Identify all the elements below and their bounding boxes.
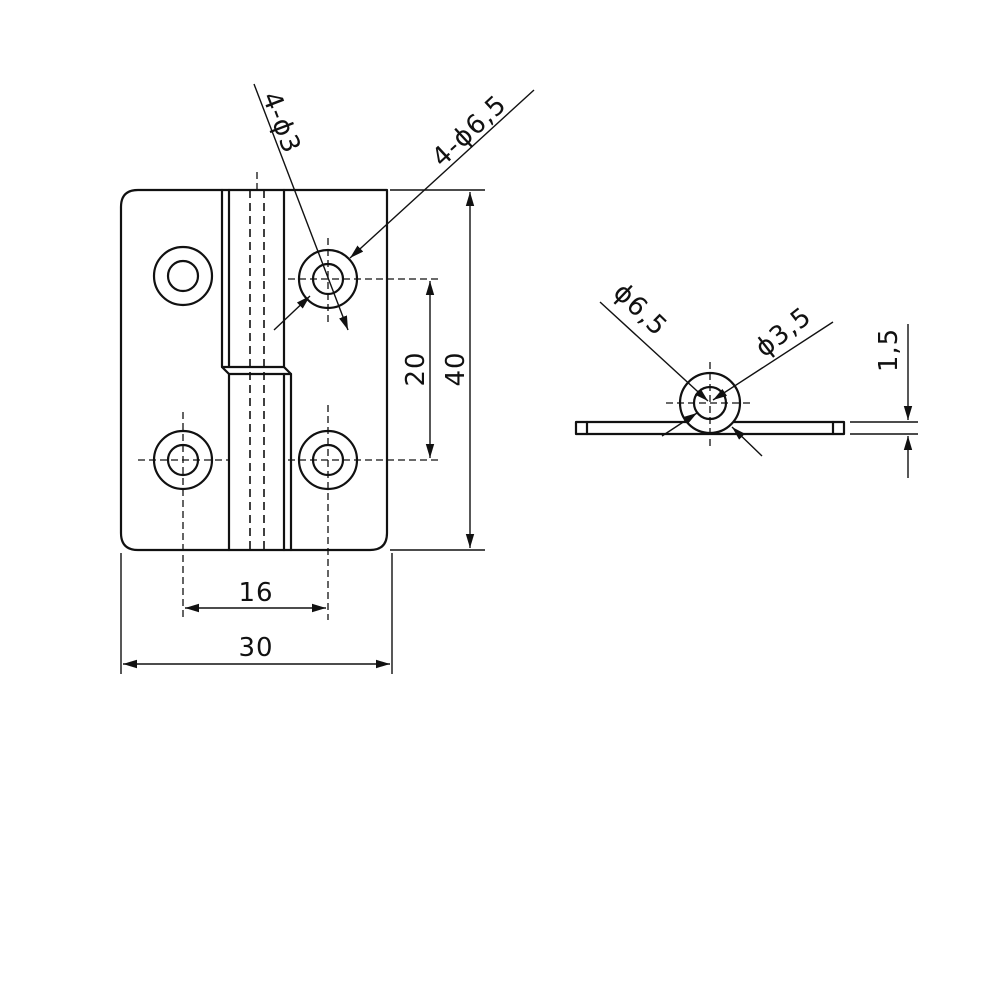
hole-top-right <box>288 238 440 322</box>
leader-outer-diameter <box>599 301 709 402</box>
leader-inner-diameter <box>712 321 834 401</box>
side-plate <box>574 420 846 436</box>
label-phi6-5: ϕ6,5 <box>607 277 673 342</box>
dim-thickness <box>850 324 918 478</box>
side-view: ϕ6,5 ϕ3,5 1,5 <box>574 277 918 478</box>
dim-20: 20 <box>401 351 431 386</box>
label-4-phi3: 4-ϕ3 <box>255 88 306 158</box>
knuckle-left-leaf <box>220 188 231 552</box>
dim-30: 30 <box>238 633 273 663</box>
hinge-plate-outline <box>119 188 389 552</box>
leader-small-hole <box>253 83 349 331</box>
dim-height-40 <box>390 189 485 551</box>
leader-large-hole <box>349 89 535 259</box>
label-4-phi6-5: 4-ϕ6,5 <box>426 90 513 174</box>
dim-40: 40 <box>441 351 471 386</box>
dim-width-30 <box>120 553 393 674</box>
hole-bottom-right <box>288 405 440 620</box>
dim-1-5: 1,5 <box>874 328 904 372</box>
hole-top-left <box>152 245 214 307</box>
knuckle-right-leaf <box>282 188 293 552</box>
hole-bottom-left <box>138 412 228 620</box>
front-view: 4-ϕ3 4-ϕ6,5 20 40 16 30 <box>119 83 535 674</box>
dim-16: 16 <box>238 578 273 608</box>
